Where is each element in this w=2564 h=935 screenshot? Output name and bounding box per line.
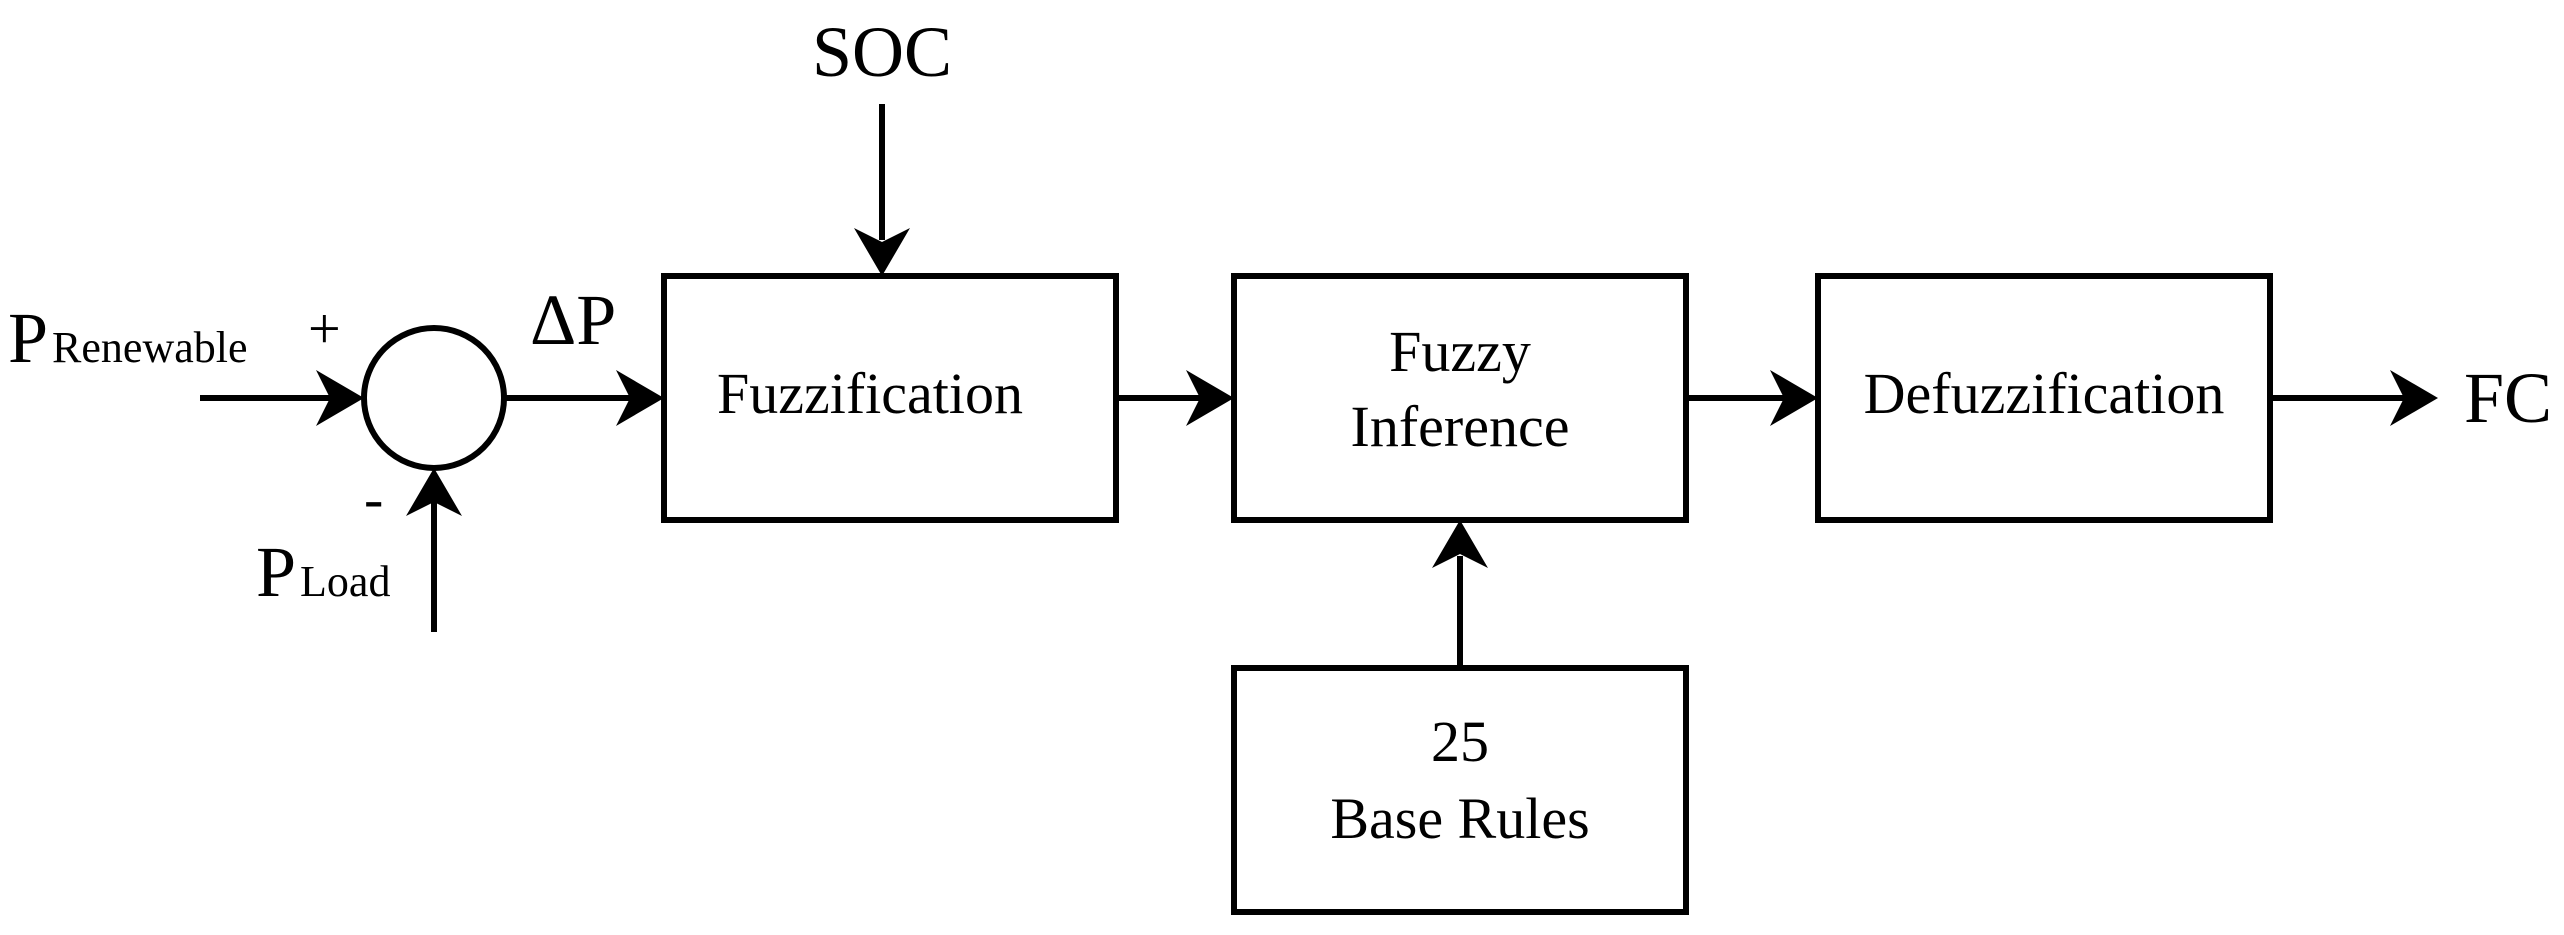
fuzzification-label: Fuzzification — [717, 361, 1023, 426]
p-load-arrowhead — [406, 468, 462, 516]
rules-to-inference-arrowhead — [1432, 520, 1488, 568]
delta-p-label: ΔP — [530, 280, 616, 360]
fuzzy-inference-label-line1: Fuzzy — [1389, 319, 1531, 384]
plus-sign: + — [308, 296, 341, 361]
defuzzification-label: Defuzzification — [1864, 361, 2225, 426]
fuzzification-to-inference-arrowhead — [1186, 370, 1234, 426]
soc-arrowhead — [854, 228, 910, 276]
inference-to-defuzzification-arrowhead — [1770, 370, 1818, 426]
fuzzy-inference-label-line2: Inference — [1351, 394, 1570, 459]
p-renewable-label: PRenewable — [8, 298, 248, 378]
p-renewable-arrowhead — [316, 370, 364, 426]
delta-p-arrowhead — [616, 370, 664, 426]
soc-label: SOC — [812, 12, 952, 92]
fc-output-label: FC — [2464, 358, 2552, 438]
base-rules-label-line1: 25 — [1431, 709, 1489, 774]
minus-sign: - — [364, 466, 383, 531]
summing-junction — [361, 325, 507, 471]
base-rules-label-line2: Base Rules — [1330, 786, 1589, 851]
p-load-label: PLoad — [256, 532, 390, 612]
output-arrowhead — [2390, 370, 2438, 426]
